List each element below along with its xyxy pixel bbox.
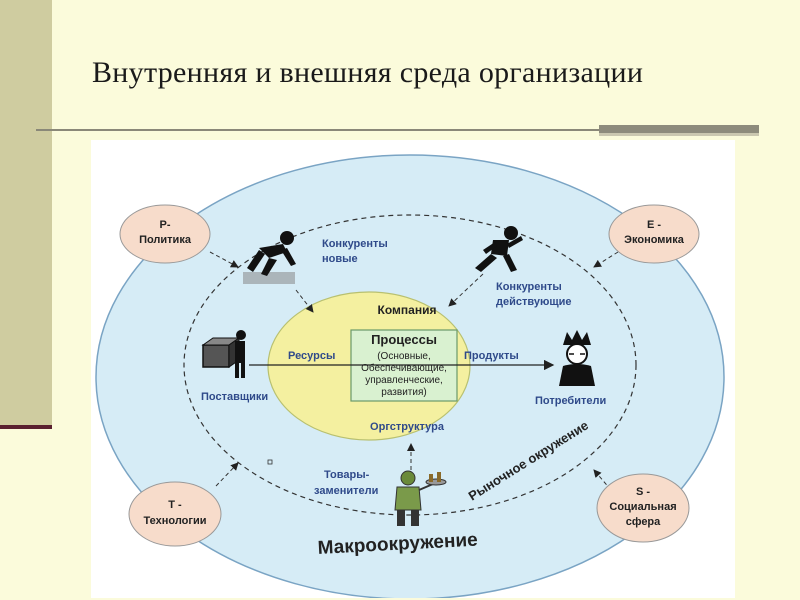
- left-accent-bar: [0, 0, 52, 425]
- consumer-icon: [559, 330, 595, 386]
- pest-social-label: Социальная: [609, 501, 676, 513]
- title-divider-accent: [599, 125, 759, 133]
- left-accent-line: [0, 425, 52, 429]
- current-competitors-label-2: действующие: [496, 296, 572, 308]
- current-competitors-label-1: Конкуренты: [496, 281, 562, 293]
- substitutes-label-1: Товары-: [324, 469, 370, 481]
- processes-line-3: управленческие,: [365, 375, 443, 386]
- pest-social: S - Социальная сфера: [596, 473, 690, 543]
- org-structure-label: Оргструктура: [370, 421, 445, 433]
- economy-arrow: [593, 251, 619, 268]
- diagram-canvas: Р- Политика Е - Экономика Т - Технологии…: [95, 154, 725, 598]
- social-arrow: [593, 469, 612, 491]
- substitutes-waiter-icon: [394, 470, 447, 526]
- products-label: Продукты: [464, 350, 519, 362]
- consumers-label: Потребители: [535, 395, 606, 407]
- new-competitors-label-1: Конкуренты: [322, 238, 388, 250]
- environment-diagram: Р- Политика Е - Экономика Т - Технологии…: [91, 140, 735, 598]
- market-environment-ellipse: [183, 214, 637, 516]
- pest-social-label-2: сфера: [626, 516, 661, 528]
- title-divider: [36, 129, 599, 131]
- supplier-icon: [201, 330, 246, 378]
- new-competitors-label-2: новые: [322, 253, 358, 265]
- resources-label: Ресурсы: [288, 350, 335, 362]
- stray-marker: [267, 459, 273, 465]
- current-competitors-arrow: [448, 273, 484, 307]
- pest-economy-code: Е -: [647, 219, 661, 231]
- slide-title: Внутренняя и внешняя среда организации: [92, 56, 644, 89]
- politics-arrow: [209, 251, 239, 268]
- new-competitors-runner-icon: [243, 231, 296, 284]
- substitutes-label-2: заменители: [314, 485, 378, 497]
- pest-politics-code: Р-: [160, 219, 171, 231]
- pest-politics-label: Политика: [139, 234, 192, 246]
- processes-line-2: Обеспечивающие,: [361, 362, 447, 374]
- pest-economy-label: Экономика: [624, 234, 685, 246]
- pest-economy: Е - Экономика: [608, 204, 700, 264]
- processes-line-4: развития): [381, 387, 426, 398]
- processes-line-1: (Основные,: [377, 351, 431, 362]
- pest-social-code: S -: [636, 486, 650, 498]
- pest-technology: Т - Технологии: [128, 481, 222, 547]
- title-divider-accent-light: [599, 133, 759, 136]
- processes-title: Процессы: [371, 332, 437, 347]
- pest-technology-code: Т -: [168, 499, 182, 511]
- suppliers-label: Поставщики: [201, 391, 268, 403]
- technology-arrow: [215, 462, 239, 487]
- company-label: Компания: [378, 303, 437, 317]
- current-competitors-runner-icon: [475, 226, 523, 272]
- new-competitors-arrow: [295, 289, 314, 313]
- pest-politics: Р- Политика: [119, 204, 211, 264]
- pest-technology-label: Технологии: [143, 515, 206, 527]
